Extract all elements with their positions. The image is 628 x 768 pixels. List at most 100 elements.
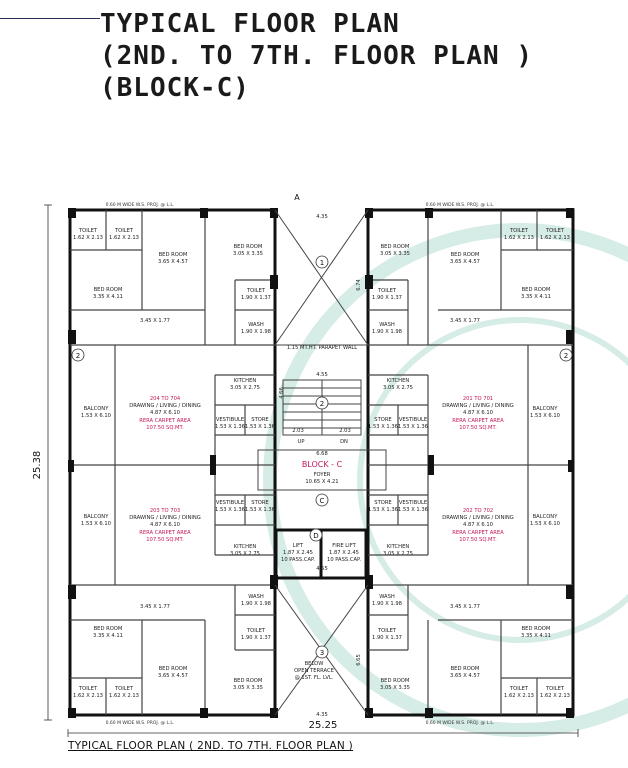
column (566, 330, 574, 344)
column (68, 208, 76, 218)
wash-dim: 1.90 X 1.98 (372, 601, 402, 607)
bedroom-dim: 3.05 X 3.35 (233, 251, 263, 257)
column (566, 708, 574, 718)
toilet-dim: 1.90 X 1.37 (241, 295, 271, 301)
kitchen-label: KITCHEN (387, 544, 410, 550)
projection-labels: 0.60 M WIDE W.S. PROJ. @ L.L. 0.60 M WID… (106, 202, 495, 726)
grid-bubble-c (315, 493, 329, 507)
bedroom-label: BED ROOM (381, 244, 410, 250)
column (68, 330, 76, 344)
column (365, 208, 373, 218)
stair-width: 4.55 (316, 372, 328, 378)
dim-6-74: 6.74 (356, 279, 362, 291)
vestibule-dim: 1.53 X 1.36 (398, 424, 428, 430)
grid-label-1: 1 (320, 259, 324, 267)
rera-value: 107.50 SQ.MT. (146, 425, 184, 431)
toilet-dim: 1.62 X 2.13 (109, 693, 139, 699)
column (270, 575, 278, 589)
flat-203: BALCONY 1.53 X 6.10 203 TO 703 DRAWING /… (73, 500, 275, 699)
store-dim: 1.53 X 1.36 (368, 507, 398, 513)
bedroom-dim: 3.05 X 3.35 (233, 685, 263, 691)
toilet-dim: 1.90 X 1.37 (372, 295, 402, 301)
grid-label-left-2: 2 (76, 352, 80, 360)
partitions (70, 210, 573, 715)
toilet-label: TOILET (377, 288, 397, 294)
grid-label-d: D (313, 532, 318, 540)
toilet-label: TOILET (78, 228, 98, 234)
core-labels: 4.35 4.35 1.15 MT.HT. PARAPET WALL 4.55 … (279, 214, 362, 718)
flat-number: 202 TO 702 (463, 508, 493, 514)
wash-label: WASH (248, 594, 264, 600)
bedroom-dim: 3.65 X 4.57 (158, 673, 188, 679)
bedroom-dim: 3.35 X 4.11 (521, 294, 551, 300)
kitchen-dim: 3.05 X 2.75 (383, 551, 413, 557)
flat-number: 204 TO 704 (150, 396, 181, 402)
watermark (263, 223, 628, 737)
columns (68, 208, 574, 718)
stair-dn: DN (340, 439, 348, 445)
parapet-label: 1.15 MT.HT. PARAPET WALL (287, 345, 357, 351)
grid-bubble-2 (315, 396, 329, 410)
column (68, 460, 74, 472)
kitchen-dim: 3.05 X 2.75 (230, 551, 260, 557)
toilet-dim: 1.62 X 2.13 (540, 693, 570, 699)
toilet-label: TOILET (114, 686, 134, 692)
balcony-dim: 1.53 X 6.10 (81, 521, 111, 527)
vestibule-label: VESTIBULE (399, 417, 427, 423)
column (200, 208, 208, 218)
balcony-dim: 1.53 X 6.10 (530, 521, 560, 527)
column (365, 575, 373, 589)
column (270, 275, 278, 289)
lobby-dim: 3.45 X 1.77 (450, 318, 480, 324)
grid-label-a: A (294, 193, 300, 202)
store-label: STORE (374, 417, 391, 423)
grid-label-c: C (320, 497, 325, 505)
column (270, 208, 278, 218)
overall-dimensions (44, 204, 579, 737)
wash-dim: 1.90 X 1.98 (241, 329, 271, 335)
toilet-label: TOILET (246, 628, 266, 634)
column (425, 208, 433, 218)
flat-201: TOILET 1.62 X 2.13 TOILET 1.62 X 2.13 BE… (368, 228, 570, 431)
balcony-dim: 1.53 X 6.10 (530, 413, 560, 419)
bedroom-label: BED ROOM (522, 626, 551, 632)
bedroom-label: BED ROOM (94, 287, 123, 293)
bedroom-label: BED ROOM (451, 252, 480, 258)
store-label: STORE (251, 417, 268, 423)
store-label: STORE (251, 500, 268, 506)
toilet-dim: 1.62 X 2.13 (504, 235, 534, 241)
fire-lift-name: FIRE LIFT (332, 543, 356, 549)
kitchen-label: KITCHEN (234, 378, 257, 384)
grid-bubble-right-2 (559, 348, 573, 362)
overall-height: 25.38 (32, 451, 43, 480)
central-core (257, 209, 387, 716)
store-dim: 1.53 X 1.36 (245, 507, 275, 513)
lobby-dim: 3.45 X 1.77 (140, 604, 170, 610)
toilet-dim: 1.62 X 2.13 (540, 235, 570, 241)
rera-label: RERA CARPET AREA (452, 418, 504, 424)
dim-bottom: 4.35 (316, 712, 328, 718)
vestibule-dim: 1.53 X 1.36 (215, 424, 245, 430)
bedroom-label: BED ROOM (234, 244, 263, 250)
drawing-label: DRAWING / LIVING / DINING (129, 515, 201, 521)
column (566, 208, 574, 218)
grid-label-3: 3 (320, 649, 324, 657)
column (428, 455, 434, 475)
bedroom-label: BED ROOM (522, 287, 551, 293)
bedroom-dim: 3.65 X 4.57 (158, 259, 188, 265)
dim-2-03-left: 2.03 (292, 428, 304, 434)
title-rule (0, 18, 100, 19)
proj-top-left: 0.60 M WIDE W.S. PROJ. @ L.L. (106, 202, 175, 208)
drawing-dim: 4.87 X 6.10 (150, 410, 180, 416)
rera-value: 107.50 SQ.MT. (459, 537, 497, 543)
column (365, 708, 373, 718)
store-dim: 1.53 X 1.36 (368, 424, 398, 430)
lobby-dim: 3.45 X 1.77 (140, 318, 170, 324)
grid-bubble-d (309, 528, 323, 542)
kitchen-label: KITCHEN (387, 378, 410, 384)
proj-top-right: 0.60 M WIDE W.S. PROJ. @ L.L. (426, 202, 495, 208)
flat-202: BALCONY 1.53 X 6.10 202 TO 702 DRAWING /… (368, 500, 570, 699)
block-label: BLOCK - C (302, 460, 343, 469)
vestibule-dim: 1.53 X 1.36 (398, 507, 428, 513)
